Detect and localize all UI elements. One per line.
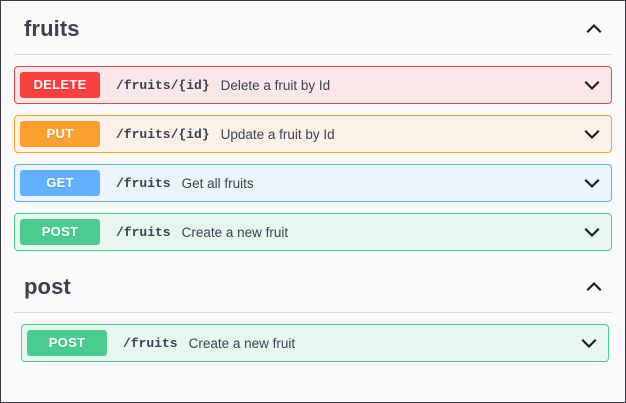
operation-row[interactable]: POST /fruits Create a new fruit bbox=[14, 213, 612, 251]
chevron-up-icon[interactable] bbox=[584, 277, 604, 297]
tag-section-fruits: fruits DELETE /fruits/{id} Delete a frui… bbox=[1, 1, 625, 251]
operation-summary: Create a new fruit bbox=[181, 224, 289, 240]
operation-path: /fruits bbox=[116, 224, 171, 240]
operation-summary: Delete a fruit by Id bbox=[220, 77, 331, 93]
method-badge-post: POST bbox=[27, 330, 107, 356]
tag-section-post: post POST /fruits Create a new fruit bbox=[1, 251, 625, 362]
tag-title: post bbox=[24, 274, 71, 299]
operation-row[interactable]: DELETE /fruits/{id} Delete a fruit by Id bbox=[14, 66, 612, 104]
operation-path: /fruits/{id} bbox=[116, 126, 210, 142]
chevron-down-icon[interactable] bbox=[582, 173, 602, 193]
tag-title: fruits bbox=[24, 16, 80, 41]
chevron-down-icon[interactable] bbox=[582, 222, 602, 242]
method-badge-delete: DELETE bbox=[20, 72, 100, 98]
operation-list-post: POST /fruits Create a new fruit bbox=[11, 324, 615, 362]
operation-path: /fruits bbox=[116, 175, 171, 191]
tag-header-post[interactable]: post bbox=[11, 269, 615, 305]
chevron-up-icon[interactable] bbox=[584, 19, 604, 39]
operation-path: /fruits/{id} bbox=[116, 77, 210, 93]
operation-list-fruits: DELETE /fruits/{id} Delete a fruit by Id… bbox=[11, 66, 615, 251]
method-badge-get: GET bbox=[20, 170, 100, 196]
chevron-down-icon[interactable] bbox=[579, 333, 599, 353]
tag-divider bbox=[14, 54, 612, 55]
operation-path: /fruits bbox=[123, 335, 178, 351]
chevron-down-icon[interactable] bbox=[582, 124, 602, 144]
operation-summary: Get all fruits bbox=[181, 175, 254, 191]
method-badge-post: POST bbox=[20, 219, 100, 245]
operation-summary: Update a fruit by Id bbox=[220, 126, 335, 142]
operation-summary: Create a new fruit bbox=[188, 335, 296, 351]
chevron-down-icon[interactable] bbox=[582, 75, 602, 95]
tag-header-fruits[interactable]: fruits bbox=[11, 11, 615, 47]
operation-row[interactable]: GET /fruits Get all fruits bbox=[14, 164, 612, 202]
operation-row[interactable]: POST /fruits Create a new fruit bbox=[21, 324, 609, 362]
operation-row[interactable]: PUT /fruits/{id} Update a fruit by Id bbox=[14, 115, 612, 153]
tag-divider bbox=[14, 312, 612, 313]
method-badge-put: PUT bbox=[20, 121, 100, 147]
